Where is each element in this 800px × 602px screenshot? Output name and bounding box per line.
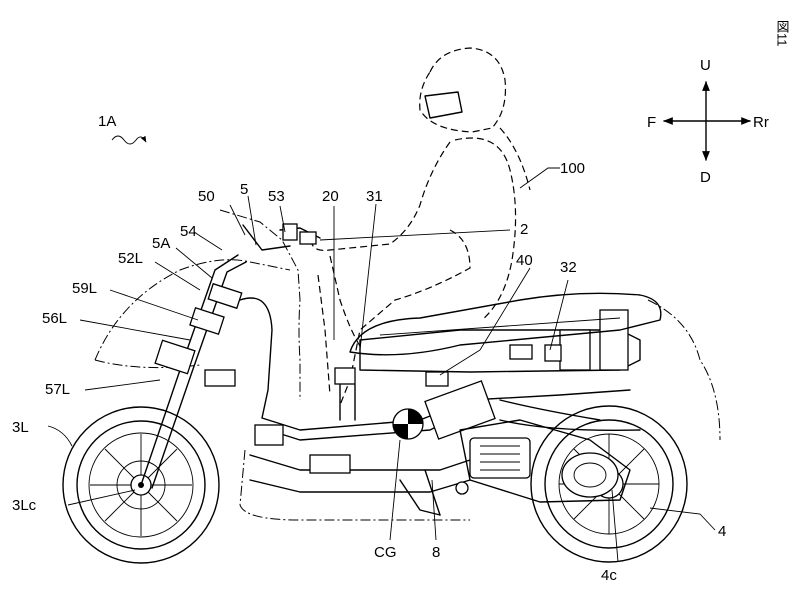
engine-unit [459, 399, 641, 503]
label-4c: 4c [601, 567, 617, 584]
label-3L: 3L [12, 419, 29, 436]
label-2: 2 [520, 221, 528, 238]
label-59L: 59L [72, 280, 97, 297]
label-50: 50 [198, 188, 215, 205]
label-52L: 52L [118, 250, 143, 267]
label-4: 4 [718, 523, 726, 540]
label-5: 5 [240, 181, 248, 198]
label-53: 53 [268, 188, 285, 205]
label-CG: CG [374, 544, 397, 561]
front-wheel [62, 406, 220, 564]
vehicle-label: 1A [98, 113, 116, 130]
center-of-gravity-marker [392, 408, 424, 440]
reference-labels: 100 50 5 53 20 31 2 54 5A 52L 40 32 59L … [12, 160, 726, 584]
label-54: 54 [180, 223, 197, 240]
direction-down-label: D [700, 169, 711, 186]
label-31: 31 [366, 188, 383, 205]
front-fork [140, 223, 321, 489]
figure-label: 図11 [775, 20, 790, 47]
label-20: 20 [322, 188, 339, 205]
vehicle-reference: 1A [98, 113, 147, 145]
direction-front-label: F [647, 114, 656, 131]
leader-lines [47, 167, 716, 563]
label-8: 8 [432, 544, 440, 561]
label-40: 40 [516, 252, 533, 269]
front-details [204, 344, 562, 474]
label-57L: 57L [45, 381, 70, 398]
direction-rear-label: Rr [753, 114, 769, 131]
direction-up-label: U [700, 57, 711, 74]
label-3Lc: 3Lc [12, 497, 37, 514]
main-frame [239, 297, 641, 493]
rider-outline [311, 47, 531, 406]
seat [349, 292, 662, 356]
label-32: 32 [560, 259, 577, 276]
label-100: 100 [560, 160, 585, 177]
label-5A: 5A [152, 235, 170, 252]
direction-indicator: U D F Rr [647, 57, 769, 186]
label-56L: 56L [42, 310, 67, 327]
